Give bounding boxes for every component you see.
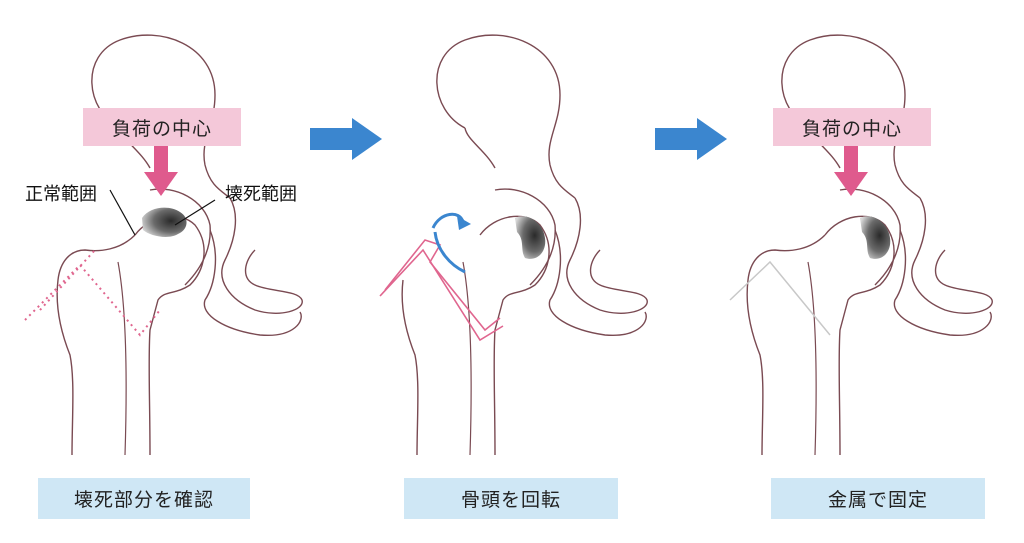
panel1-hip (24, 34, 303, 456)
load-center-label: 負荷の中心 (773, 108, 931, 146)
necrosis-leader (174, 199, 216, 226)
load-center-label: 負荷の中心 (83, 108, 241, 146)
panel3-hip (729, 34, 993, 456)
arrow-right-icon (310, 118, 382, 160)
cut-line (24, 263, 161, 337)
necrosis-area (515, 216, 546, 259)
necrosis-area (142, 207, 187, 237)
necrosis-range-label: 壊死範囲 (225, 184, 297, 205)
load-arrow-icon (144, 146, 178, 196)
fixation-line (729, 260, 831, 336)
panel2-caption: 骨頭を回転 (404, 478, 618, 519)
normal-leader (109, 189, 136, 236)
arrow-right-icon (655, 118, 727, 160)
panel3-caption: 金属で固定 (771, 478, 985, 519)
cut-line (39, 249, 96, 311)
panel2-hip (379, 34, 648, 456)
panel1-caption: 壊死部分を確認 (38, 478, 250, 519)
normal-range-label: 正常範囲 (25, 184, 97, 205)
load-arrow-icon (834, 146, 868, 196)
necrosis-area (860, 216, 891, 259)
